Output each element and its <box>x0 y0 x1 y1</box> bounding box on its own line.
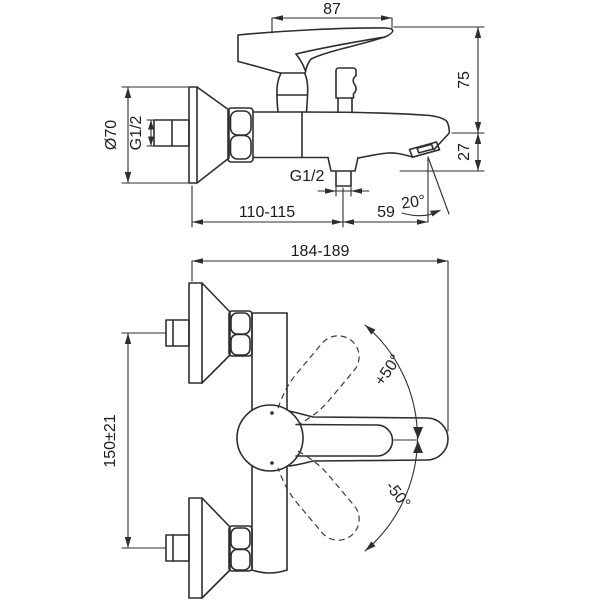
inlet-tailpiece <box>153 119 190 147</box>
label-150: 150±21 <box>102 414 119 467</box>
screw-dot-bottom <box>270 461 274 465</box>
label-110-115: 110-115 <box>239 204 295 221</box>
label-184-189: 184-189 <box>291 243 350 260</box>
dimension-outlet-thread: G1/2 <box>290 168 370 197</box>
label-20deg: 20° <box>400 192 426 212</box>
body-column <box>251 312 288 574</box>
aerator-face <box>408 141 441 158</box>
hex-nut <box>227 107 254 163</box>
label-27: 27 <box>456 143 473 161</box>
label-87: 87 <box>323 1 341 18</box>
screw-dot-top <box>270 411 274 415</box>
dimension-87: 87 <box>271 1 393 34</box>
label-inlet-thread: G1/2 <box>128 116 145 151</box>
lever-handle-front <box>288 410 449 467</box>
side-view: 87 75 27 Ø70 <box>103 1 485 228</box>
dimension-spout-angle: 20° <box>400 156 450 223</box>
dimension-110-115-and-59: 110-115 59 <box>191 185 429 228</box>
lever-handle-side <box>237 27 394 74</box>
label-outlet-thread: G1/2 <box>290 168 325 185</box>
dimension-handle-swing: +50° -50° <box>364 324 423 552</box>
shower-outlet <box>327 156 359 187</box>
label-plus-50deg: +50° <box>372 352 405 389</box>
dimension-184-189: 184-189 <box>191 243 449 432</box>
dimension-inlet-thread: G1/2 <box>128 116 155 151</box>
label-minus-50deg: -50° <box>382 478 414 512</box>
label-75: 75 <box>456 71 473 89</box>
diverter-knob <box>335 67 357 113</box>
wall-flange <box>188 86 230 184</box>
handle-position-down-dashed <box>277 450 360 541</box>
dimension-150: 150±21 <box>102 332 167 549</box>
dimension-flange-diameter: Ø70 <box>103 86 190 184</box>
lower-wall-flange <box>165 497 253 599</box>
cartridge-dome <box>276 72 309 113</box>
front-view: +50° -50° 184-189 150±21 <box>102 243 449 599</box>
body-and-spout <box>252 111 451 159</box>
label-flange-diameter: Ø70 <box>103 120 120 150</box>
label-59: 59 <box>377 204 395 221</box>
dimension-75-27: 75 27 <box>393 26 485 172</box>
cartridge-dome-front <box>236 404 304 472</box>
handle-position-up-dashed <box>277 335 360 426</box>
upper-wall-flange <box>165 282 253 384</box>
